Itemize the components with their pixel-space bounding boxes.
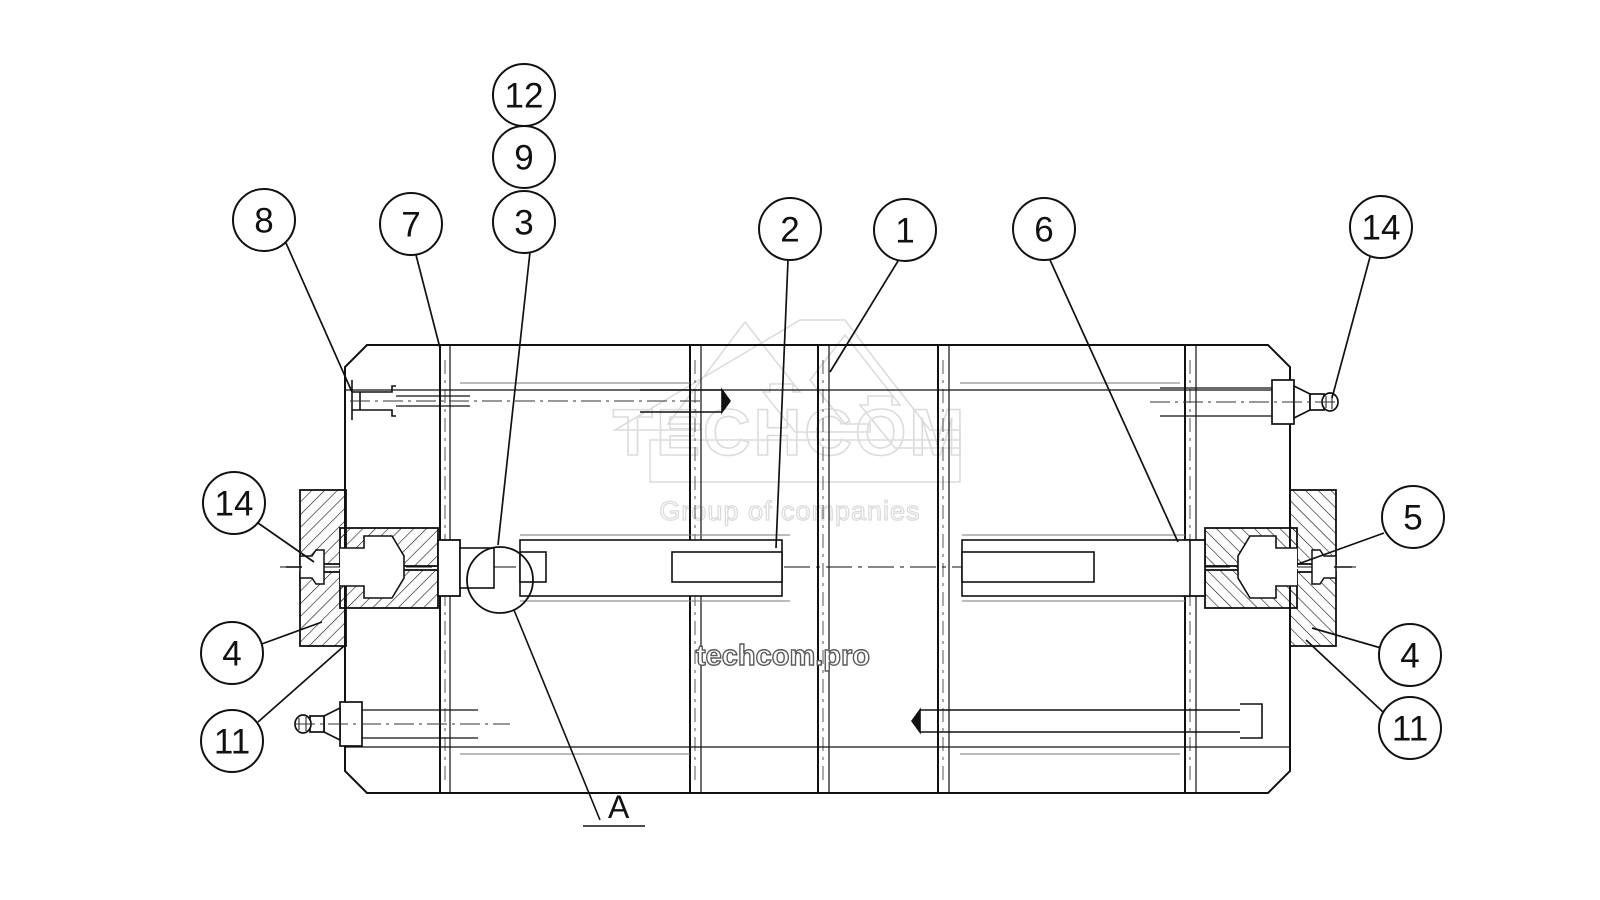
balloon-6-circle[interactable] xyxy=(1012,197,1076,261)
balloon-5-right-label: 5 xyxy=(1403,499,1422,538)
leader-8 xyxy=(285,242,353,393)
balloon-3-circle[interactable] xyxy=(492,190,556,254)
leader-11-left xyxy=(257,645,345,723)
shaft-left-inner xyxy=(671,551,783,583)
balloon-leaders xyxy=(257,242,1385,723)
balloon-4-left[interactable]: 4 xyxy=(200,621,264,685)
balloon-8[interactable]: 8 xyxy=(232,188,296,252)
leader-14-left xyxy=(257,522,315,563)
nipple-tr-axis xyxy=(1150,387,1340,417)
leader-4-left xyxy=(258,621,323,646)
balloon-8-circle[interactable] xyxy=(232,188,296,252)
balloon-2-label: 2 xyxy=(780,211,799,250)
balloon-4-right-circle[interactable] xyxy=(1378,623,1442,687)
left-collar xyxy=(437,539,461,597)
watermark-brand: TECHCOM xyxy=(613,395,968,469)
balloon-14-top[interactable]: 14 xyxy=(1349,195,1413,259)
right-bore-profile xyxy=(1237,535,1297,599)
balloon-9-circle[interactable] xyxy=(492,125,556,189)
techcom-logo-mark xyxy=(612,319,961,483)
balloon-5-right[interactable]: 5 xyxy=(1381,485,1445,549)
balloon-1[interactable]: 1 xyxy=(873,198,937,262)
balloon-4-right[interactable]: 4 xyxy=(1378,623,1442,687)
balloon-12[interactable]: 12 xyxy=(492,63,556,127)
nipple-bl-axis xyxy=(295,709,510,739)
watermark-group: TECHCOM Group of companies xyxy=(612,319,968,527)
balloon-3-label: 3 xyxy=(514,204,533,243)
leader-4-right xyxy=(1311,627,1382,649)
watermark-url: techcom.pro xyxy=(696,640,870,672)
balloon-2[interactable]: 2 xyxy=(758,197,822,261)
balloon-11-left-circle[interactable] xyxy=(200,709,264,773)
detail-a-label: A xyxy=(608,789,630,825)
balloon-14-left-label: 14 xyxy=(215,485,254,524)
leader-6 xyxy=(1049,259,1179,543)
leader-3 xyxy=(497,251,531,546)
right-stud-head xyxy=(1311,549,1337,585)
balloon-9-label: 9 xyxy=(514,139,533,178)
balloon-4-left-label: 4 xyxy=(222,635,241,674)
balloon-8-label: 8 xyxy=(254,202,273,241)
balloon-2-circle[interactable] xyxy=(758,197,822,261)
balloon-7-label: 7 xyxy=(401,206,420,245)
leader-1 xyxy=(829,260,899,373)
left-bore-profile xyxy=(340,535,405,599)
balloon-6[interactable]: 6 xyxy=(1012,197,1076,261)
balloon-14-top-circle[interactable] xyxy=(1349,195,1413,259)
balloon-1-label: 1 xyxy=(895,212,914,251)
balloon-9[interactable]: 9 xyxy=(492,125,556,189)
leader-14-top xyxy=(1331,256,1371,399)
top-left-bolt xyxy=(351,380,470,420)
balloon-11-left-label: 11 xyxy=(214,723,250,762)
shell-lines xyxy=(345,389,1290,748)
right-bearing-block xyxy=(1182,489,1352,647)
detail-a-leader xyxy=(513,609,601,821)
balloon-7-circle[interactable] xyxy=(379,192,443,256)
watermark-tagline: Group of companies xyxy=(659,496,920,526)
balloon-12-label: 12 xyxy=(505,77,544,116)
left-collar-step xyxy=(459,547,495,589)
balloon-11-right[interactable]: 11 xyxy=(1378,696,1442,760)
balloon-3[interactable]: 3 xyxy=(492,190,556,254)
balloon-callouts: 12 9 3 8 7 2 1 6 xyxy=(200,63,1445,773)
balloon-4-right-label: 4 xyxy=(1400,637,1419,676)
shaft-right xyxy=(961,539,1191,597)
shaft-left xyxy=(519,539,783,597)
inner-faint-lines xyxy=(460,382,1185,755)
left-stud-head xyxy=(299,549,325,585)
balloon-14-left[interactable]: 14 xyxy=(202,471,266,535)
leader-2 xyxy=(775,259,789,549)
balloon-1-circle[interactable] xyxy=(873,198,937,262)
balloon-14-left-circle[interactable] xyxy=(202,471,266,535)
balloon-14-top-label: 14 xyxy=(1362,209,1401,248)
leader-11-right xyxy=(1305,639,1384,713)
detail-a-circle xyxy=(466,546,534,614)
balloon-11-right-label: 11 xyxy=(1392,710,1428,749)
balloon-5-right-circle[interactable] xyxy=(1381,485,1445,549)
left-flange-upper xyxy=(299,489,347,565)
balloon-11-left[interactable]: 11 xyxy=(200,709,264,773)
detail-circle-a: A xyxy=(466,546,645,827)
top-centre-pin xyxy=(640,387,731,415)
balloon-11-right-circle[interactable] xyxy=(1378,696,1442,760)
leader-7 xyxy=(415,254,441,349)
leader-5-right xyxy=(1297,532,1385,565)
shaft-right-inner xyxy=(961,551,1095,583)
balloon-6-label: 6 xyxy=(1034,211,1053,250)
balloon-4-left-circle[interactable] xyxy=(200,621,264,685)
bottom-centre-pin xyxy=(911,703,1263,739)
left-bearing-block xyxy=(286,489,495,647)
balloon-7[interactable]: 7 xyxy=(379,192,443,256)
